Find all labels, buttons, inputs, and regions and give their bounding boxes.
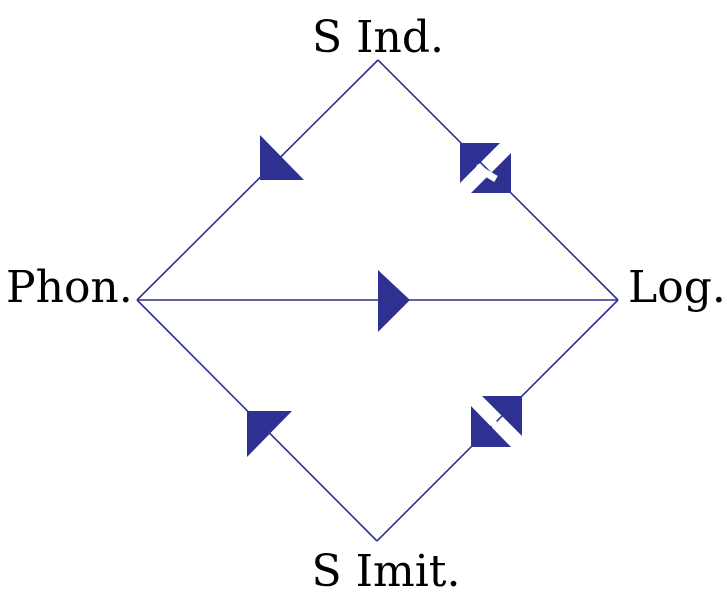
- arrow-upper-left-icon: [260, 135, 304, 180]
- arrowheads: [247, 135, 522, 457]
- arrow-lower-right-b-icon: [482, 396, 522, 436]
- arrow-lower-right-a-icon: [471, 406, 511, 447]
- node-label-top: S Ind.: [312, 12, 444, 63]
- edge-s-imit-to-log: [376, 299, 619, 542]
- edge-phon-to-s-ind: [136, 59, 379, 301]
- node-label-left: Phon.: [6, 262, 133, 313]
- arrow-middle-icon: [378, 270, 410, 332]
- node-label-bottom: S Imit.: [312, 546, 461, 597]
- arrow-break-upper-right: [474, 163, 498, 183]
- arrow-break-lower-right: [477, 406, 503, 433]
- node-label-right: Log.: [628, 262, 726, 313]
- arrow-breaks: [474, 163, 503, 433]
- arrow-upper-right-a-icon: [460, 143, 500, 183]
- arrow-lower-left-icon: [247, 411, 292, 457]
- edges: [136, 59, 619, 542]
